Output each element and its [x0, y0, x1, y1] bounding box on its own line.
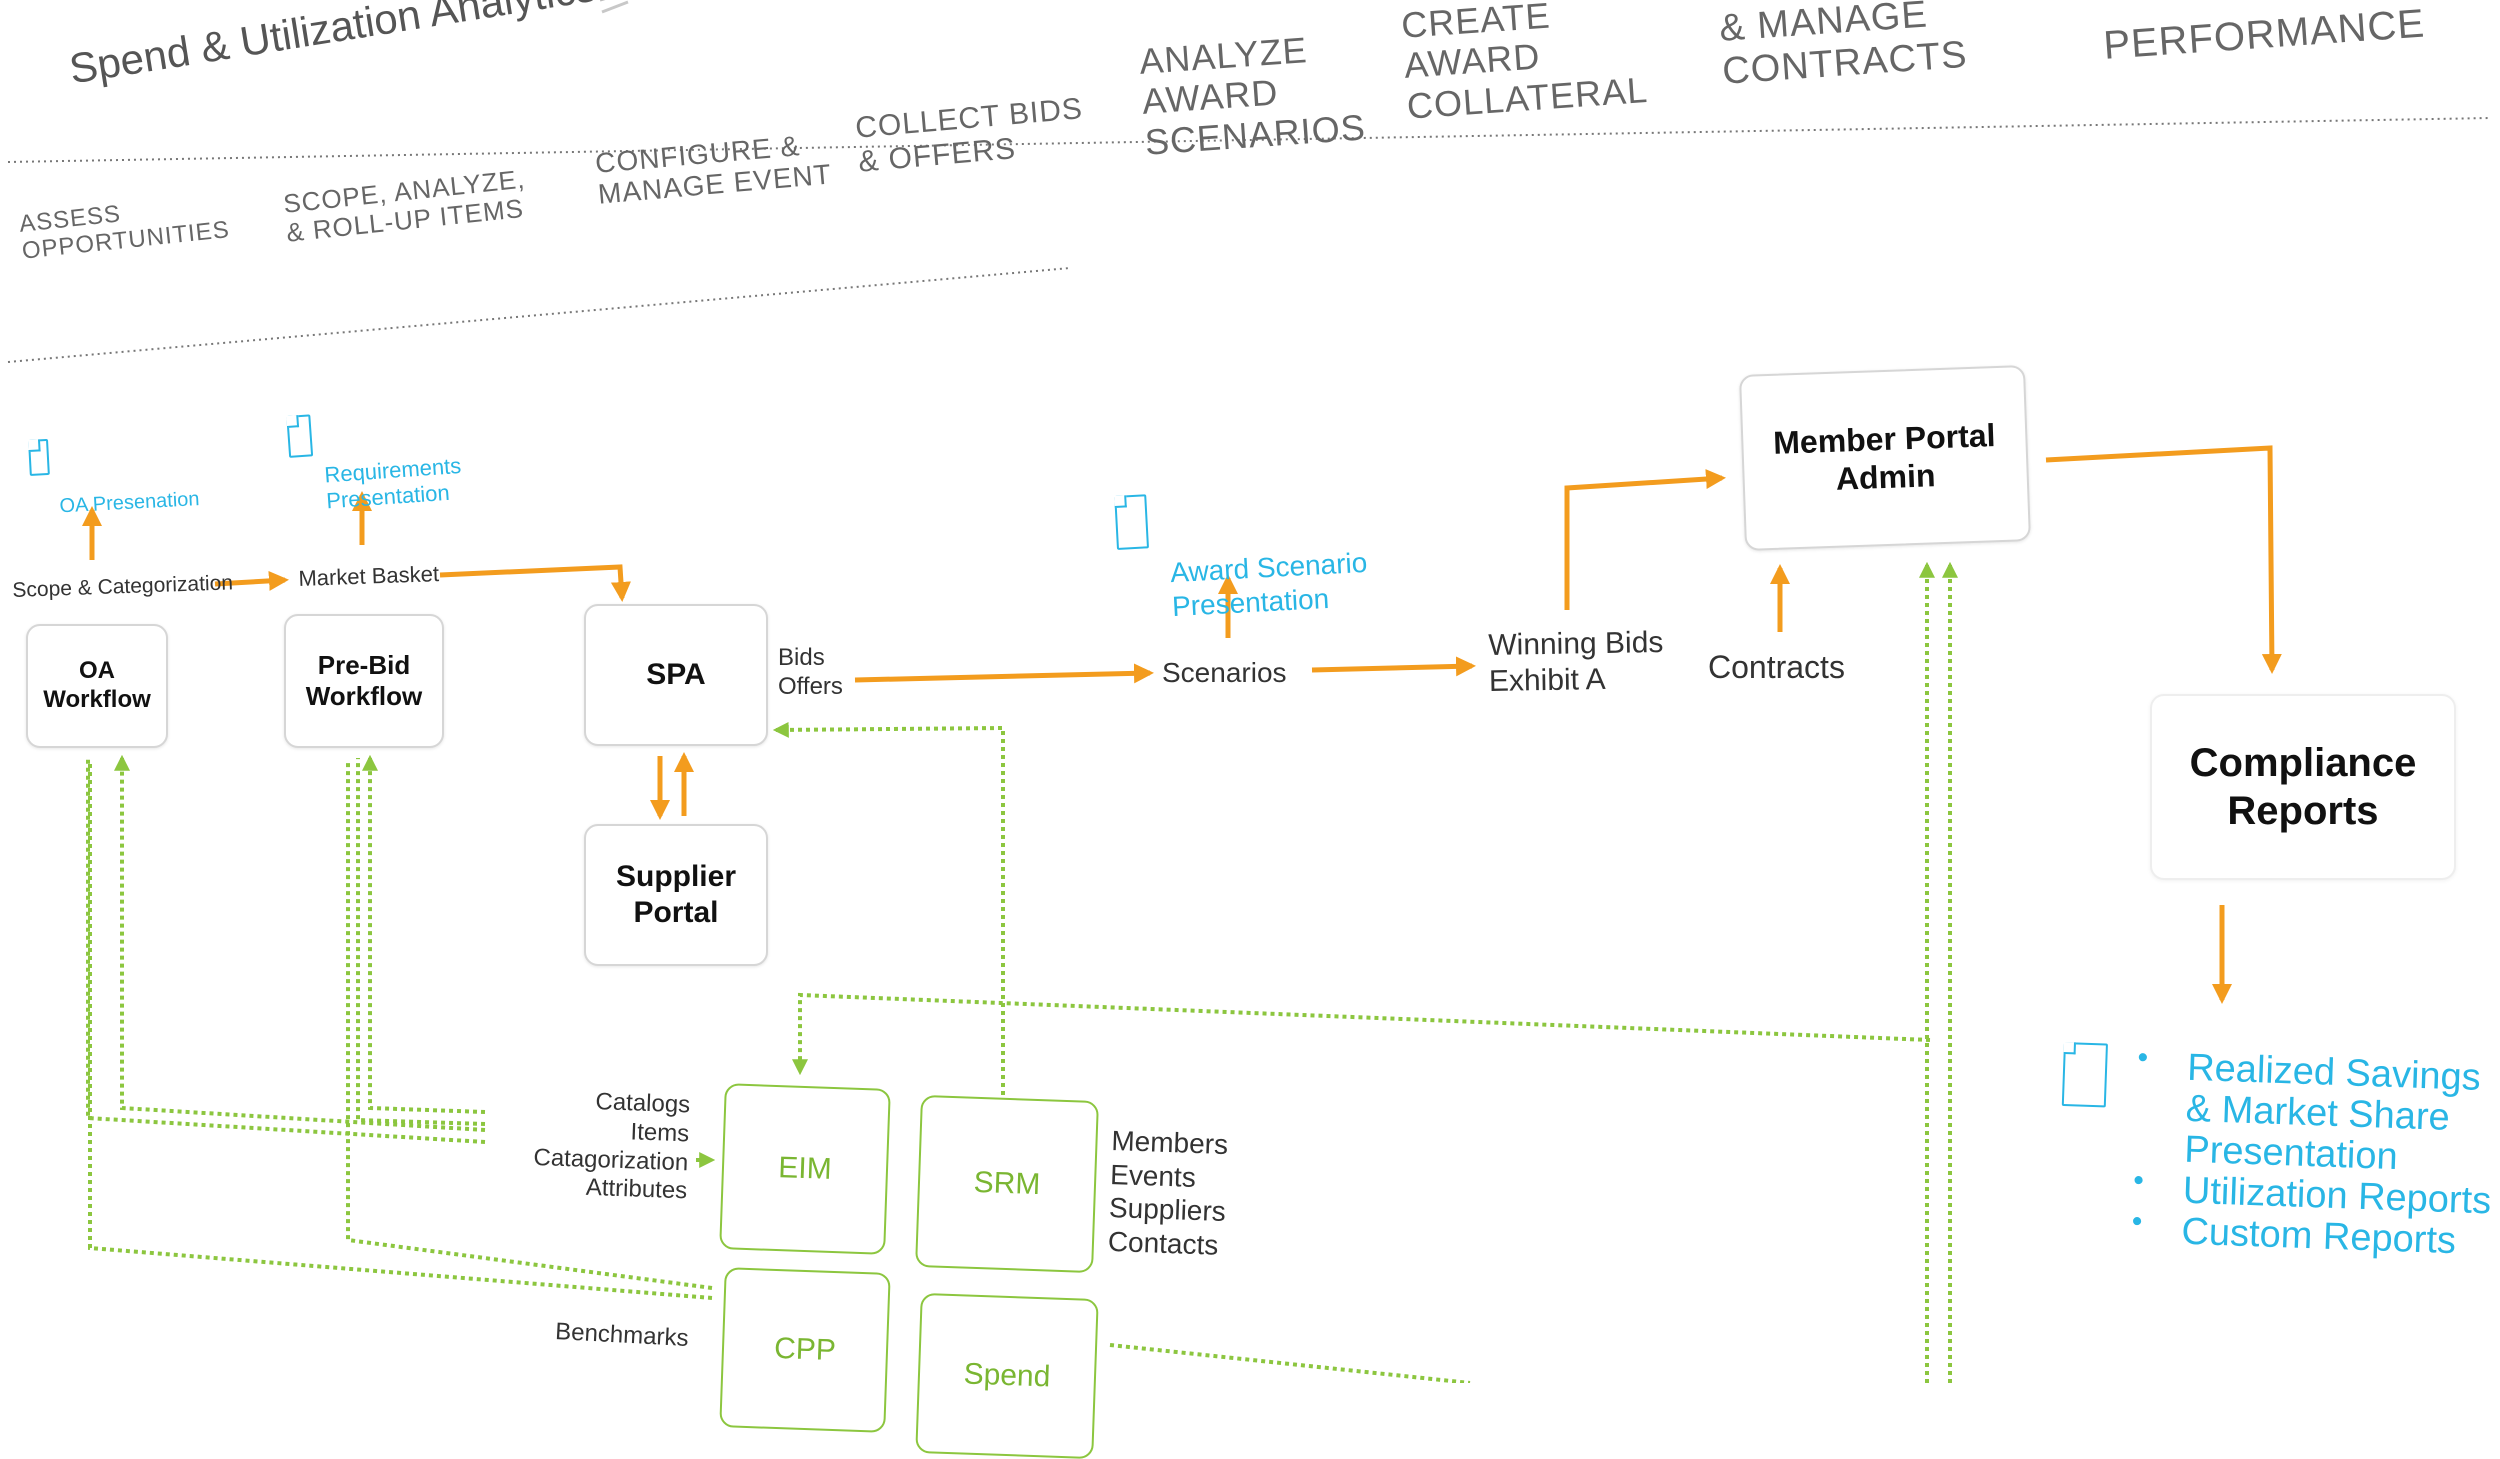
doc-award-scenario-presentation: Award Scenario Presentation — [1114, 479, 1370, 626]
document-icon — [1114, 494, 1149, 550]
doc-oa-presentation: OA Presenation — [28, 431, 200, 520]
arrow-bids-to-scenarios — [854, 663, 1154, 684]
link-eim-to-oa-b — [86, 758, 486, 1144]
box-member-portal-admin: Member Portal Admin — [1739, 365, 2031, 551]
label-market-basket: Market Basket — [298, 561, 440, 591]
box-spa: SPA — [584, 604, 768, 746]
link-eim-to-oa-a — [114, 754, 486, 1132]
box-spend: Spend — [915, 1292, 1099, 1459]
data-links — [86, 561, 1958, 1383]
chevron-mark — [601, 0, 629, 14]
link-srm-to-spa — [772, 721, 1005, 1095]
report-item: Realized Savings & Market Share Presenta… — [2134, 1046, 2496, 1182]
arrow-portal-to-compliance — [2045, 445, 2282, 674]
doc-requirements-label: Requirements Presentation — [323, 452, 462, 514]
stage-create-award-collateral: CREATE AWARD COLLATERAL — [1399, 0, 1650, 127]
box-pre-bid-workflow: Pre-Bid Workflow — [284, 614, 444, 748]
document-icon — [286, 414, 314, 458]
box-supplier-portal: Supplier Portal — [584, 824, 768, 966]
link-cpp-to-oa — [88, 760, 713, 1300]
label-winning-bids: Winning Bids Exhibit A — [1488, 625, 1664, 698]
link-eim-to-prebid-b — [356, 758, 486, 1126]
report-list: Realized Savings & Market Share Presenta… — [2131, 1046, 2496, 1264]
arrow-winning-to-portal — [1564, 469, 1726, 610]
document-icon — [28, 438, 50, 476]
doc-award-label: Award Scenario Presentation — [1169, 547, 1369, 622]
label-scenarios: Scenarios — [1162, 657, 1287, 688]
box-eim: EIM — [719, 1083, 891, 1255]
label-contracts: Contracts — [1708, 649, 1845, 685]
link-eim-to-prebid-a — [362, 754, 486, 1114]
stage-analyze-award-scenarios: ANALYZE AWARD SCENARIOS — [1137, 29, 1367, 163]
flow-arrows — [82, 445, 2282, 1004]
label-members-events: Members Events Suppliers Contacts — [1107, 1124, 1229, 1261]
arrow-scope-to-basket — [214, 570, 289, 591]
doc-requirements-presentation: Requirements Presentation — [286, 400, 464, 517]
box-oa-workflow: OA Workflow — [26, 624, 168, 748]
divider-middle — [7, 267, 1071, 363]
label-bids-offers: Bids Offers — [778, 644, 843, 700]
box-cpp: CPP — [719, 1267, 891, 1433]
box-srm: SRM — [915, 1094, 1099, 1274]
arrow-scenarios-to-winning — [1311, 656, 1476, 677]
arrow-basket-to-spa — [439, 564, 631, 602]
box-compliance-reports: Compliance Reports — [2150, 694, 2456, 880]
link-cpp-to-prebid — [346, 760, 713, 1290]
label-catalogs-items: Catalogs Items Catagorization Attributes — [533, 1088, 691, 1205]
document-icon — [2061, 1042, 2108, 1108]
link-portal-to-eim — [792, 992, 1931, 1076]
link-spend-to-right — [1109, 1343, 1471, 1383]
process-diagram — [7, 0, 2491, 1383]
